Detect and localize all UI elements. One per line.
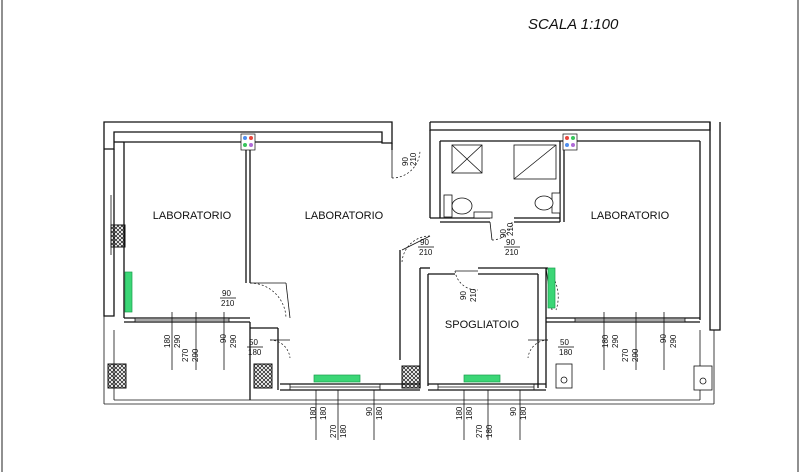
dim-label: 210 [506,222,515,236]
dim-label: 90 [506,238,515,247]
radiators [124,267,556,383]
dim-label: 270 [329,424,338,438]
dim-label: 210 [409,152,418,166]
dim-label: 180 [309,406,318,420]
chimney-icon [110,224,126,248]
dim-label: 210 [419,248,433,257]
dim-label: 50 [560,338,569,347]
dim-label: 290 [631,348,640,362]
windows [110,195,686,391]
dim-label: 290 [191,348,200,362]
radiator-icon [313,374,361,383]
washbasin-icon [473,211,493,219]
dimension-lines [171,312,665,440]
toilet-icon [534,192,561,214]
dim-label: 90 [401,157,410,166]
dim-label: 210 [505,248,519,257]
chimney-icon [107,363,127,389]
dim-label: 90 [509,407,518,416]
dim-label: 270 [475,424,484,438]
dim-label: 90 [365,407,374,416]
dim-label: 50 [249,338,258,347]
radiator-icon [547,267,556,309]
dim-label: 270 [181,348,190,362]
electrical-panel-icon [562,133,578,151]
room-label-lab-center: LABORATORIO [305,210,384,222]
dim-label: 290 [173,334,182,348]
dim-label: 90 [659,334,668,343]
dim-label: 180 [465,406,474,420]
dim-label: 180 [339,424,348,438]
bidet-icon [443,194,473,218]
dim-label: 210 [469,288,478,302]
dim-label: 180 [455,406,464,420]
electrical-panel-icon [240,133,256,151]
bathroom [443,144,561,219]
radiator-icon [463,374,501,383]
chimney-icon [555,363,573,389]
dim-label: 180 [601,334,610,348]
dim-label: 180 [375,406,384,420]
room-label-lab-right: LABORATORIO [591,210,670,222]
dim-label: 290 [229,334,238,348]
dim-label: 180 [519,406,528,420]
chimney-icon [401,365,421,389]
dim-label: 210 [221,299,235,308]
dim-label: 90 [222,289,231,298]
scale-label: SCALA 1:100 [528,16,619,33]
chimney-icon [253,363,273,389]
chimneys [107,224,713,391]
dim-label: 180 [319,406,328,420]
dim-label: 180 [559,348,573,357]
dim-label: 180 [485,424,494,438]
interior-walls [124,141,700,400]
room-label-locker: SPOGLIATOIO [445,319,520,331]
dim-label: 290 [611,334,620,348]
dim-label: 290 [669,334,678,348]
dim-label: 180 [163,334,172,348]
dim-label: 90 [219,334,228,343]
room-label-lab-left: LABORATORIO [153,210,232,222]
dim-label: 270 [621,348,630,362]
dim-label: 90 [459,291,468,300]
radiator-icon [124,271,133,313]
dim-label: 180 [248,348,262,357]
dim-label: 90 [499,229,508,238]
dim-label: 90 [420,238,429,247]
